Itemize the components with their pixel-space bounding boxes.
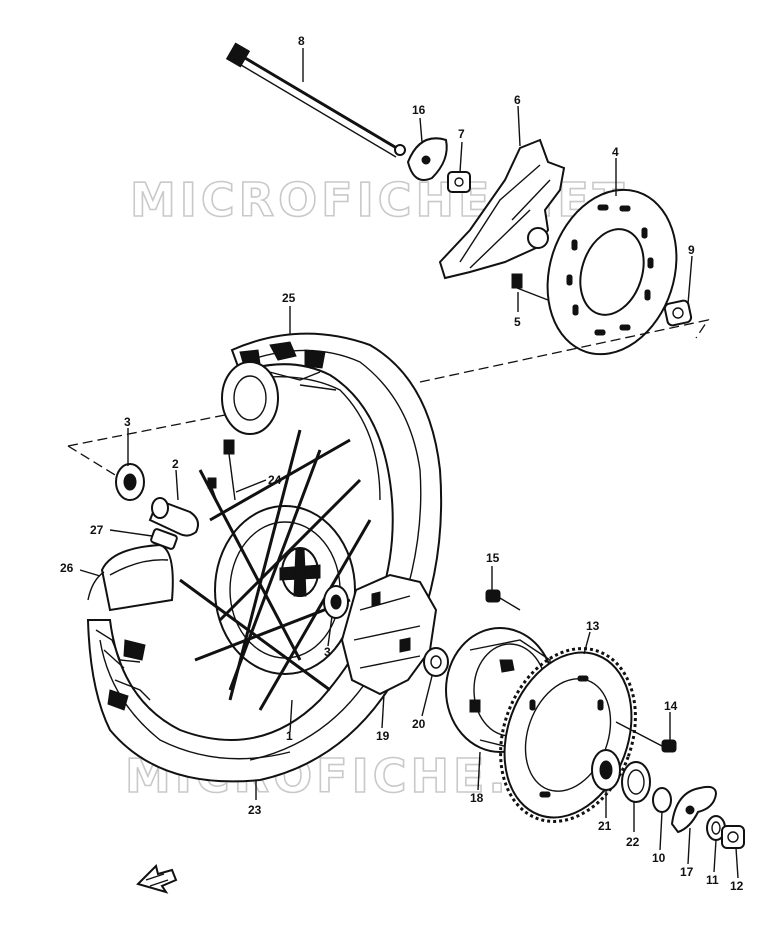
valve-bolts-24 bbox=[207, 439, 236, 511]
collar-20 bbox=[423, 647, 449, 677]
label-1: 1 bbox=[286, 729, 293, 743]
wheel-rim bbox=[179, 429, 372, 711]
label-18: 18 bbox=[470, 791, 484, 805]
label-5: 5 bbox=[514, 315, 521, 329]
label-12: 12 bbox=[730, 879, 744, 893]
label-27: 27 bbox=[90, 523, 104, 537]
label-20: 20 bbox=[412, 717, 426, 731]
label-2: 2 bbox=[172, 457, 179, 471]
chain-adjuster-17 bbox=[670, 785, 718, 834]
label-21: 21 bbox=[598, 819, 612, 833]
label-14: 14 bbox=[664, 699, 678, 713]
label-25: 25 bbox=[282, 291, 296, 305]
label-9: 9 bbox=[688, 243, 695, 257]
part-labels: 8 16 7 6 4 9 5 25 3 2 24 27 26 3 1 19 20… bbox=[60, 34, 744, 893]
rear-axle bbox=[225, 42, 406, 158]
axle-nut-12 bbox=[721, 825, 745, 849]
label-22: 22 bbox=[626, 835, 640, 849]
label-23: 23 bbox=[248, 803, 262, 817]
leader-lines bbox=[79, 48, 739, 879]
label-26: 26 bbox=[60, 561, 74, 575]
label-4: 4 bbox=[612, 145, 619, 159]
washer-11 bbox=[706, 815, 726, 841]
centerline-left bbox=[67, 413, 231, 479]
label-10: 10 bbox=[652, 851, 666, 865]
label-16: 16 bbox=[412, 103, 426, 117]
label-19: 19 bbox=[376, 729, 390, 743]
label-11: 11 bbox=[706, 873, 719, 887]
caliper-bracket bbox=[438, 138, 566, 280]
label-3-right: 3 bbox=[324, 645, 331, 659]
label-13: 13 bbox=[586, 619, 600, 633]
rim-band-26 bbox=[87, 543, 174, 612]
bearing-3-left bbox=[115, 463, 145, 501]
front-arrow-icon bbox=[136, 864, 178, 894]
brake-disc bbox=[546, 188, 678, 356]
label-3-left: 3 bbox=[124, 415, 131, 429]
label-24: 24 bbox=[268, 473, 282, 487]
axle-plate bbox=[406, 137, 448, 181]
axle-nut-7 bbox=[447, 171, 471, 193]
label-17: 17 bbox=[680, 865, 694, 879]
bearing-3-right bbox=[323, 585, 349, 619]
oil-seal-22 bbox=[621, 761, 651, 803]
label-6: 6 bbox=[514, 93, 521, 107]
bolt-27 bbox=[150, 528, 178, 550]
spacer-2 bbox=[148, 497, 199, 537]
bolt-5 bbox=[511, 273, 549, 301]
hub-damper-19 bbox=[340, 573, 438, 696]
bolt-14 bbox=[615, 721, 677, 753]
label-7: 7 bbox=[458, 127, 465, 141]
bearing-21 bbox=[591, 749, 621, 791]
bolt-15 bbox=[485, 589, 521, 611]
label-15: 15 bbox=[486, 551, 500, 565]
label-8: 8 bbox=[298, 34, 305, 48]
disc-nut-9 bbox=[663, 299, 693, 327]
spacer-10 bbox=[652, 787, 672, 813]
centerline-upper bbox=[419, 319, 710, 383]
